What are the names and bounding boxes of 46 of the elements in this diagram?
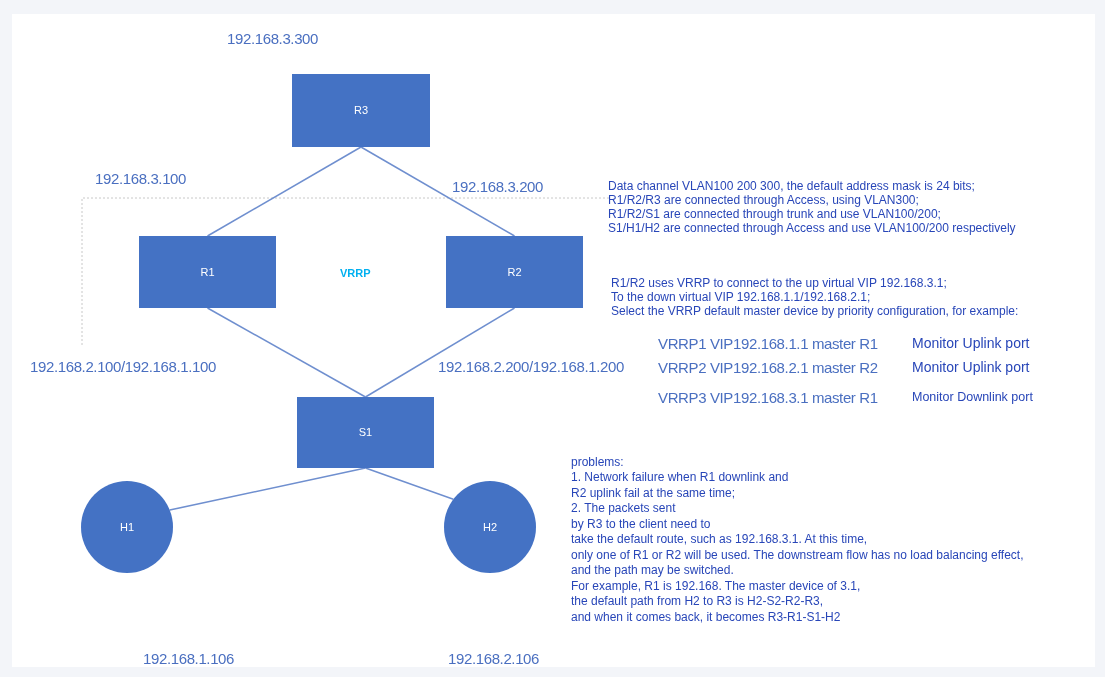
protocol-label: VRRP bbox=[340, 266, 371, 281]
device-box bbox=[292, 74, 430, 147]
device-box bbox=[139, 236, 276, 308]
note-text: R1/R2/S1 are connected through trunk and use VLAN100/200; bbox=[608, 207, 941, 221]
connection-line bbox=[364, 307, 516, 398]
note-text: For example, R1 is 192.168. The master device of 3.1, bbox=[571, 579, 861, 593]
note-text: take the default route, such as 192.168.3.1. At this time, bbox=[571, 532, 868, 546]
monitor-note: Monitor Uplink port bbox=[912, 334, 1030, 353]
device-box bbox=[446, 236, 583, 308]
monitor-note: Monitor Downlink port bbox=[912, 389, 1033, 406]
node-label: R1 bbox=[200, 264, 215, 280]
note-text: only one of R1 or R2 will be used. The downstream flow has no load balancing effect, bbox=[571, 548, 1024, 562]
ip-address: 192.168.2.106 bbox=[448, 649, 540, 669]
note-text: by R3 to the client need to bbox=[571, 517, 711, 531]
monitor-note: Monitor Uplink port bbox=[912, 358, 1030, 377]
node-label: H1 bbox=[119, 519, 135, 535]
ip-address: 192.168.3.300 bbox=[227, 29, 319, 49]
note-text: Select the VRRP default master device by priority configuration, for example: bbox=[611, 304, 1019, 318]
ip-address: 192.168.3.200 bbox=[452, 177, 544, 197]
note-text: and when it comes back, it becomes R3-R1-S1-H2 bbox=[571, 610, 841, 624]
connection-line bbox=[169, 467, 367, 511]
node-label: H2 bbox=[482, 519, 498, 535]
note-text: S1/H1/H2 are connected through Access and use VLAN100/200 respectively bbox=[608, 221, 1016, 235]
node-label: S1 bbox=[358, 425, 373, 441]
ip-address: 192.168.2.200/192.168.1.200 bbox=[438, 357, 624, 377]
note-text: and the path may be switched. bbox=[571, 563, 734, 577]
note-text: the default path from H2 to R3 is H2-S2-R2-R3, bbox=[571, 594, 824, 608]
vrrp-config: VRRP2 VIP192.168.2.1 master R2 bbox=[658, 358, 878, 378]
ip-address: 192.168.2.100/192.168.1.100 bbox=[30, 357, 216, 377]
note-text: 2. The packets sent bbox=[571, 501, 676, 515]
connection-line bbox=[360, 146, 516, 237]
node-label: R2 bbox=[507, 264, 522, 280]
device-box bbox=[297, 397, 434, 468]
note-text: To the down virtual VIP 192.168.1.1/192.168.2.1; bbox=[611, 290, 871, 304]
connection-line bbox=[206, 307, 367, 398]
note-text: 1. Network failure when R1 downlink and bbox=[571, 470, 789, 484]
connection-line bbox=[206, 146, 362, 237]
note-text: Data channel VLAN100 200 300, the default address mask is 24 bits; bbox=[608, 179, 975, 193]
connection-line bbox=[364, 467, 455, 500]
note-text: R1/R2 uses VRRP to connect to the up virtual VIP 192.168.3.1; bbox=[611, 276, 947, 290]
vrrp-config: VRRP3 VIP192.168.3.1 master R1 bbox=[658, 388, 878, 408]
note-text: R2 uplink fail at the same time; bbox=[571, 486, 736, 500]
node-label: R3 bbox=[353, 103, 369, 119]
vrrp-config: VRRP1 VIP192.168.1.1 master R1 bbox=[658, 334, 878, 354]
ip-address: 192.168.3.100 bbox=[95, 169, 187, 189]
ip-address: 192.168.1.106 bbox=[143, 649, 235, 669]
